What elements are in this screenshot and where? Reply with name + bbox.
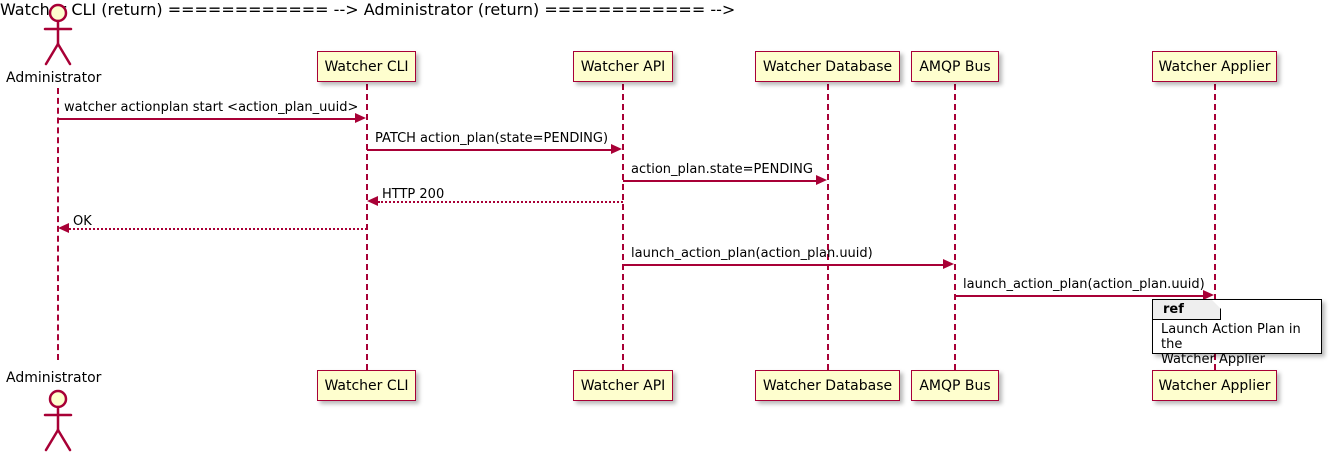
message-arrowhead-5	[58, 223, 69, 233]
participant-watcher-database-top[interactable]: Watcher Database	[755, 51, 900, 82]
lifeline-watcher-cli	[366, 84, 368, 370]
ref-fragment-tab: ref	[1153, 300, 1221, 320]
message-label-3: action_plan.state=PENDING	[631, 162, 813, 177]
message-label-4: HTTP 200	[382, 187, 445, 202]
actor-administrator-top-icon	[43, 3, 73, 66]
actor-administrator-top-label: Administrator	[6, 70, 102, 86]
message-line-5	[69, 228, 367, 230]
participant-label: Watcher API	[580, 377, 666, 394]
participant-watcher-cli-top[interactable]: Watcher CLI	[317, 51, 416, 82]
participant-label: Watcher API	[580, 58, 666, 75]
participant-label: Watcher Database	[762, 377, 893, 394]
participant-label: Watcher CLI	[324, 58, 409, 75]
message-arrowhead-1	[355, 113, 366, 123]
participant-label: Watcher Database	[762, 58, 893, 75]
message-line-3	[623, 180, 817, 182]
message-arrowhead-3	[816, 175, 827, 185]
message-line-6	[623, 264, 944, 266]
participant-label: AMQP Bus	[919, 377, 991, 394]
lifeline-watcher-database	[827, 84, 829, 370]
message-label-2: PATCH action_plan(state=PENDING)	[375, 131, 609, 146]
lifeline-amqp-bus	[954, 84, 956, 370]
participant-label: Watcher Applier	[1158, 377, 1271, 394]
message-arrowhead-4	[367, 196, 378, 206]
message-line-7	[955, 295, 1204, 297]
message-label-6: launch_action_plan(action_plan.uuid)	[631, 246, 873, 261]
participant-amqp-bus-top[interactable]: AMQP Bus	[911, 51, 999, 82]
message-label-5: OK	[73, 214, 92, 229]
actor-administrator-bottom-icon	[43, 389, 73, 452]
participant-label: AMQP Bus	[919, 58, 991, 75]
message-arrowhead-6	[943, 259, 954, 269]
message-label-1: watcher actionplan start <action_plan_uu…	[64, 100, 359, 115]
message-line-2	[367, 149, 612, 151]
ref-fragment-body-line-1: Launch Action Plan in the	[1161, 322, 1301, 352]
message-arrowhead-7	[1203, 290, 1214, 300]
message-line-4	[378, 201, 623, 203]
ref-fragment-launch-action-plan[interactable]: ref Launch Action Plan in the Watcher Ap…	[1152, 299, 1322, 367]
message-arrowhead-2	[611, 144, 622, 154]
participant-label: Watcher Applier	[1158, 58, 1271, 75]
participant-watcher-database-bottom[interactable]: Watcher Database	[755, 370, 900, 401]
lifeline-watcher-applier	[1214, 84, 1216, 370]
participant-watcher-api-bottom[interactable]: Watcher API	[573, 370, 673, 401]
participant-amqp-bus-bottom[interactable]: AMQP Bus	[911, 370, 999, 401]
participant-watcher-applier-top[interactable]: Watcher Applier	[1152, 51, 1277, 82]
participant-label: Watcher CLI	[324, 377, 409, 394]
message-line-1	[58, 118, 356, 120]
participant-watcher-cli-bottom[interactable]: Watcher CLI	[317, 370, 416, 401]
message-label-7: launch_action_plan(action_plan.uuid)	[963, 277, 1205, 292]
ref-fragment-body-line-2: Watcher Applier	[1161, 352, 1265, 367]
participant-watcher-applier-bottom[interactable]: Watcher Applier	[1152, 370, 1277, 401]
actor-administrator-bottom-label: Administrator	[6, 370, 102, 386]
ref-fragment-tab-label: ref	[1163, 302, 1184, 317]
lifeline-watcher-api	[622, 84, 624, 370]
ref-fragment-body: Launch Action Plan in the Watcher Applie…	[1161, 322, 1317, 367]
participant-watcher-api-top[interactable]: Watcher API	[573, 51, 673, 82]
